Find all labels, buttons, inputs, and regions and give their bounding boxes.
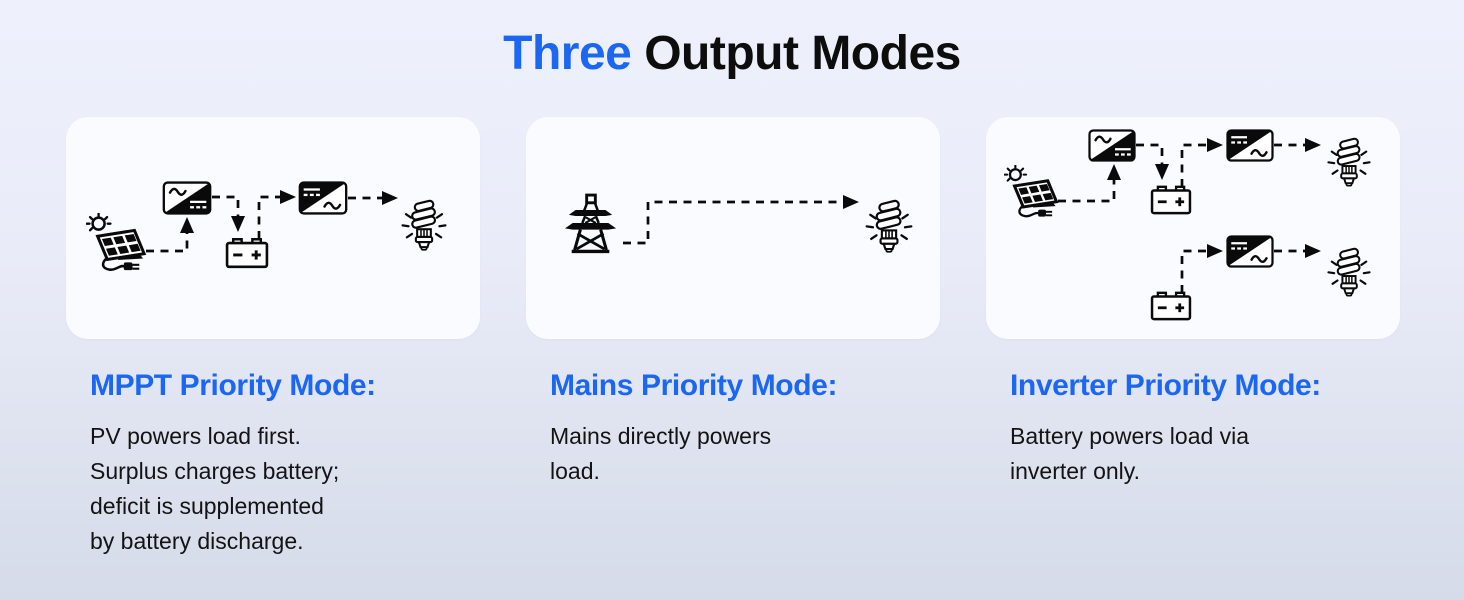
mppt-charger-icon	[1090, 131, 1135, 161]
mains-flow-diagram	[564, 193, 913, 254]
solar-panel-icon	[1004, 165, 1058, 219]
dashed-flow-arrow	[623, 195, 859, 245]
inverter-diagram-card	[986, 117, 1400, 340]
mains-diagram-card	[526, 117, 940, 340]
inverter-mode-heading: Inverter Priority Mode:	[1010, 369, 1321, 403]
page-title: Three Output Modes	[0, 0, 1464, 81]
inverter-mode-description: Battery powers load via inverter only.	[1010, 423, 1250, 485]
mains-mode-description: Mains directly powers load.	[550, 423, 772, 485]
mppt-charger-icon	[164, 183, 210, 214]
mode-column-mains: Mains Priority Mode: Mains directly powe…	[526, 117, 940, 559]
dashed-flow-arrow	[1180, 138, 1223, 188]
dashed-flow-arrow	[1058, 164, 1121, 203]
cfl-bulb-icon	[865, 199, 913, 254]
inverter-icon	[1228, 131, 1273, 161]
inverter-icon	[300, 183, 346, 214]
inverter-icon	[1228, 237, 1273, 267]
page-title-rest: Output Modes	[644, 27, 961, 80]
dashed-flow-arrow	[146, 217, 194, 253]
modes-row: MPPT Priority Mode: PV powers load first…	[66, 117, 1464, 559]
mppt-mode-description: PV powers load first. Surplus charges ba…	[90, 423, 340, 555]
mppt-flow-diagram	[86, 117, 447, 272]
battery-icon	[1150, 291, 1192, 321]
dashed-flow-arrow	[212, 195, 245, 233]
cfl-bulb-icon	[401, 199, 447, 252]
battery-icon	[1150, 185, 1192, 215]
power-tower-icon	[564, 193, 618, 254]
mains-mode-heading: Mains Priority Mode:	[550, 369, 838, 403]
solar-panel-icon	[86, 213, 146, 272]
page-title-highlight: Three	[503, 27, 632, 80]
dashed-flow-arrow	[1136, 143, 1169, 181]
mode-column-mppt: MPPT Priority Mode: PV powers load first…	[66, 117, 480, 559]
mode-column-inverter: Inverter Priority Mode: Battery powers l…	[986, 117, 1400, 559]
cfl-bulb-icon	[1327, 247, 1371, 297]
dashed-flow-arrow	[257, 190, 296, 240]
inverter-flow-diagram	[1004, 117, 1371, 321]
dashed-flow-arrow	[1180, 244, 1223, 294]
battery-icon	[225, 237, 269, 269]
mppt-diagram-card	[66, 117, 480, 340]
mppt-mode-heading: MPPT Priority Mode:	[90, 369, 376, 403]
cfl-bulb-icon	[1327, 137, 1371, 187]
